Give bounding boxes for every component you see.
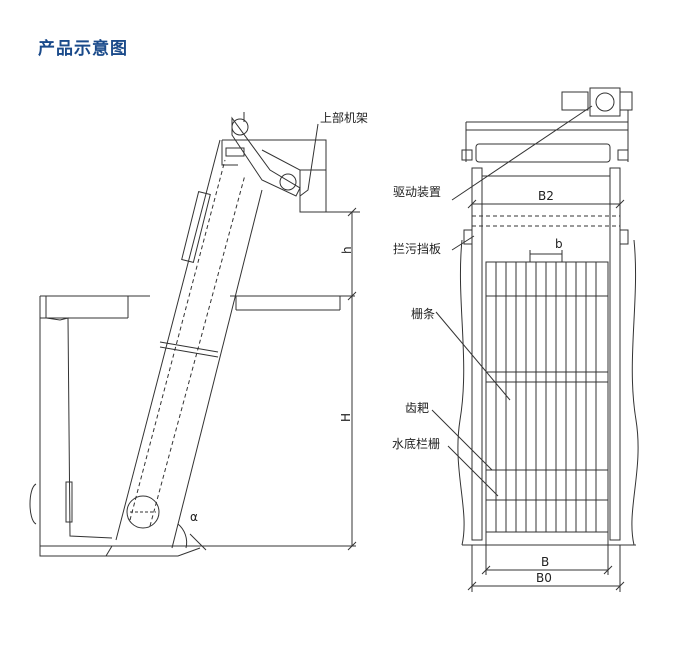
bottom-sprocket [126,495,160,529]
label-upper-frame: 上部机架 [320,110,368,125]
top-cropped-text: ˙ ‾ · ˙ · · [470,0,519,5]
front-view [431,87,639,592]
label-rake-teeth: 齿耙 [405,401,429,415]
label-bottom-grid: 水底栏栅 [392,436,440,451]
drive-motor [561,91,589,111]
dim-h: h [340,246,354,254]
dim-B0: B0 [536,571,552,585]
dim-B: B [541,555,549,569]
side-view [29,112,360,557]
dim-alpha: α [190,510,198,524]
grid-bars [495,262,597,532]
label-grid-bars: 栅条 [411,306,435,321]
dim-H: H [339,413,353,422]
label-baffle: 拦污挡板 [393,242,441,256]
channel-wall [39,296,112,547]
page-title: 产品示意图 [38,39,128,59]
dim-B2: B2 [538,189,554,203]
label-drive-device: 驱动装置 [393,185,441,199]
dim-b: b [555,237,563,251]
grid-frame [485,261,609,533]
upper-frame-box [222,139,327,213]
